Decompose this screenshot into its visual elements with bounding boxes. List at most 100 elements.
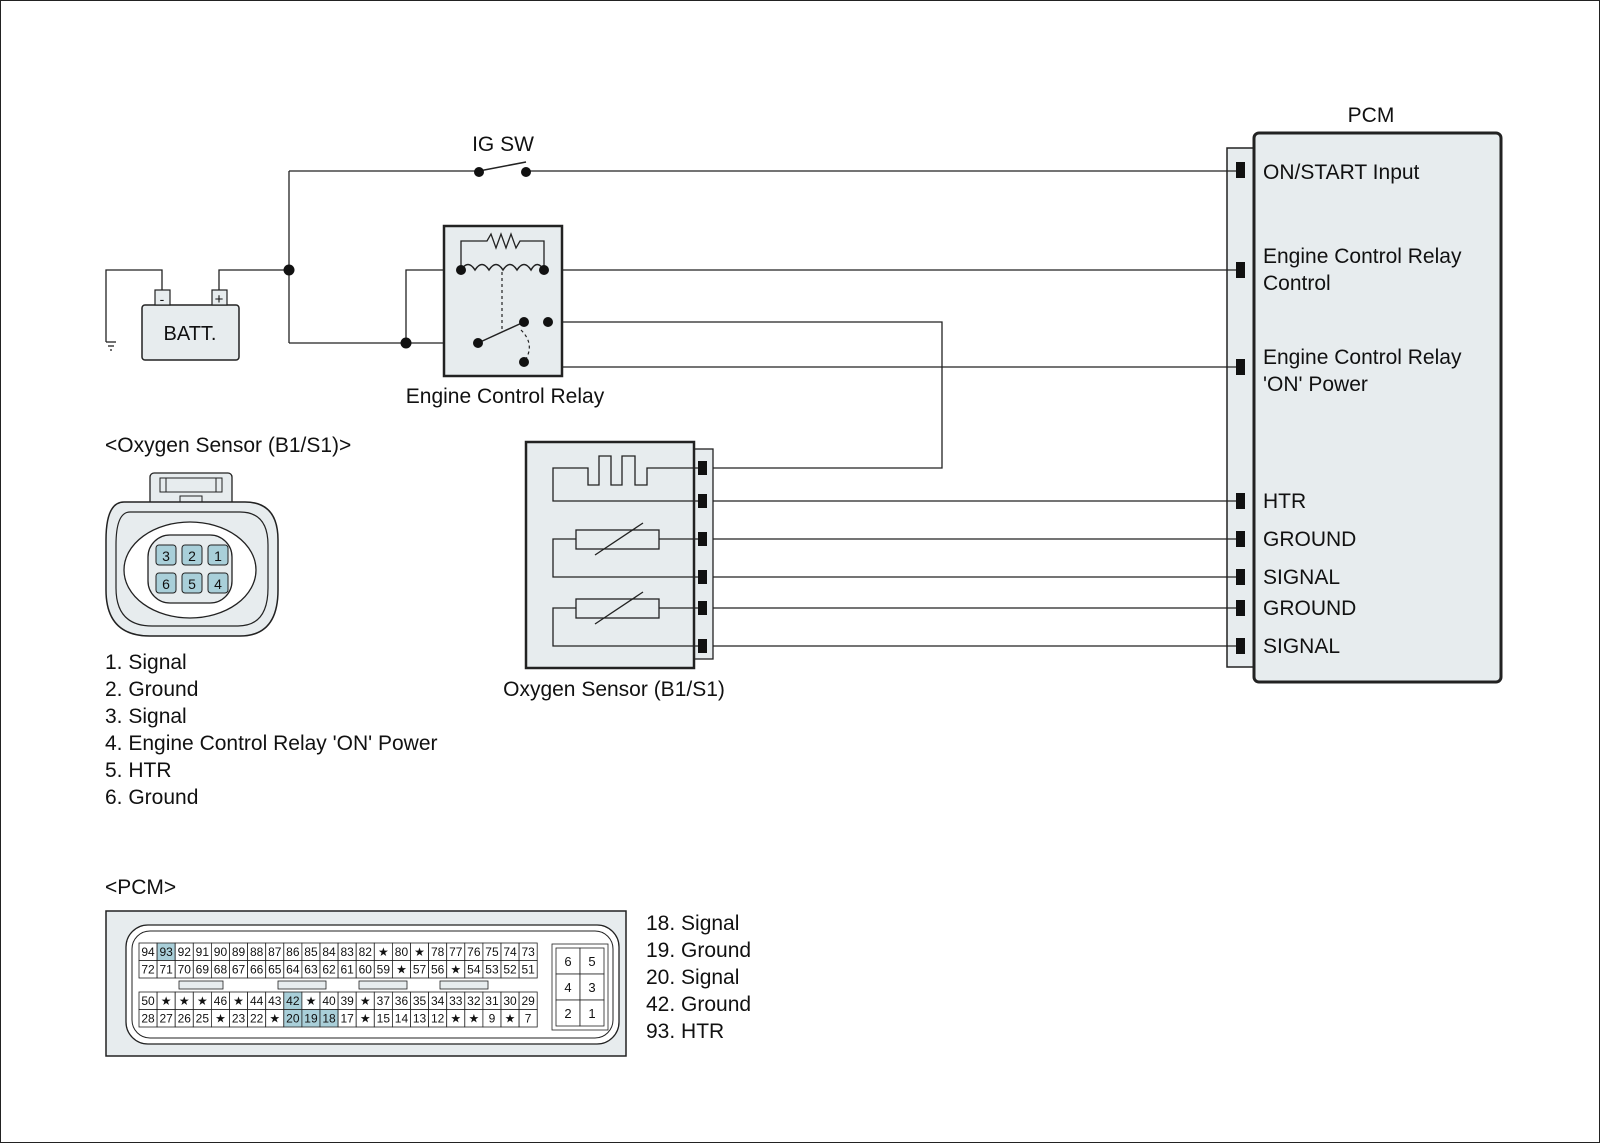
pcm-terminal-on-start: ON/START Input <box>1236 161 1420 184</box>
pcm-pin-label: 83 <box>340 945 354 959</box>
pcm-pin-label: ★ <box>360 1012 371 1026</box>
pcm-small-pin-cell <box>579 973 605 1001</box>
pcm-pin-label: 73 <box>521 945 535 959</box>
svg-text:20. Signal: 20. Signal <box>646 966 739 989</box>
svg-text:GROUND: GROUND <box>1263 528 1356 551</box>
pcm-pin-label: ★ <box>179 994 190 1008</box>
pcm-pin-label: 34 <box>431 994 445 1008</box>
svg-text:3: 3 <box>162 548 170 564</box>
pcm-pin-label: 67 <box>232 963 246 977</box>
pcm-pin-label: 94 <box>141 945 155 959</box>
pcm-small-pin-label: 1 <box>588 1006 595 1021</box>
svg-text:HTR: HTR <box>1263 490 1306 513</box>
svg-text:4: 4 <box>214 576 222 592</box>
pcm-pin-label: ★ <box>450 963 461 977</box>
pcm-pin-label: 92 <box>178 945 192 959</box>
sensor-connector-pins: 3 2 1 6 5 4 <box>155 544 229 594</box>
pcm-pin-label: 31 <box>485 994 499 1008</box>
pcm-pin-label: 46 <box>214 994 228 1008</box>
pcm-pin-label: 35 <box>413 994 427 1008</box>
pcm-pin-label: 62 <box>322 963 336 977</box>
pcm-small-pin-label: 4 <box>564 980 571 995</box>
pcm-pin-label: 33 <box>449 994 463 1008</box>
pcm-pin-label: 56 <box>431 963 445 977</box>
pcm-pin-label: 54 <box>467 963 481 977</box>
pcm-pin-label: 63 <box>304 963 318 977</box>
ground-symbol <box>106 341 116 351</box>
pcm-pin-label: 84 <box>322 945 336 959</box>
pcm-pin-label: 13 <box>413 1012 427 1026</box>
pcm-pin-label: 50 <box>141 994 155 1008</box>
pcm-pin-label: 90 <box>214 945 228 959</box>
pcm-pin-label: ★ <box>360 994 371 1008</box>
pcm-pin-label: 14 <box>395 1012 409 1026</box>
ig-switch: IG SW <box>472 133 534 177</box>
pcm-pin-label: ★ <box>233 994 244 1008</box>
pcm-pin-label: 72 <box>141 963 155 977</box>
pcm-pin-label: 7 <box>525 1012 532 1026</box>
pcm-pin-label: 19 <box>304 1012 318 1026</box>
oxygen-sensor: Oxygen Sensor (B1/S1) <box>503 440 725 701</box>
pcm-title: PCM <box>1348 104 1395 127</box>
pcm-connector-title: <PCM> <box>105 876 176 899</box>
svg-text:Engine Control Relay: Engine Control Relay <box>1263 245 1462 268</box>
pcm-small-pin-cell <box>555 999 581 1027</box>
pcm-key-tab <box>277 980 327 990</box>
pcm-pin-label: 32 <box>467 994 481 1008</box>
pcm-pin-label: 20 <box>286 1012 300 1026</box>
svg-text:3. Signal: 3. Signal <box>105 705 187 728</box>
pcm-pin-label: 74 <box>503 945 517 959</box>
pcm-pin-label: ★ <box>378 945 389 959</box>
pcm-pin-label: ★ <box>450 1012 461 1026</box>
pcm-pin-label: 15 <box>377 1012 391 1026</box>
pcm-terminal-htr: HTR <box>1236 490 1306 513</box>
pcm-pin-label: 27 <box>159 1012 173 1026</box>
pcm-box <box>1252 131 1503 684</box>
sensor-connector-title: <Oxygen Sensor (B1/S1)> <box>105 434 351 457</box>
svg-text:18. Signal: 18. Signal <box>646 912 739 935</box>
pcm-pin-list: 18. Signal 19. Ground 20. Signal 42. Gro… <box>646 912 751 1043</box>
svg-text:+: + <box>215 291 224 308</box>
engine-control-relay: Engine Control Relay <box>406 224 605 408</box>
pcm-pin-label: 36 <box>395 994 409 1008</box>
pcm-pin-label: ★ <box>505 1012 516 1026</box>
pcm-pin-cell <box>518 1009 538 1028</box>
pcm-pin-label: 93 <box>159 945 173 959</box>
pcm-terminal-ground-2: GROUND <box>1236 597 1356 620</box>
pcm-pin-label: 60 <box>359 963 373 977</box>
pcm-pin-label: 26 <box>178 1012 192 1026</box>
pcm-pin-label: 52 <box>503 963 517 977</box>
ig-switch-label: IG SW <box>472 133 534 156</box>
svg-text:5. HTR: 5. HTR <box>105 759 172 782</box>
pcm-pin-label: 70 <box>178 963 192 977</box>
svg-text:19. Ground: 19. Ground <box>646 939 751 962</box>
pcm-pin-label: 59 <box>377 963 391 977</box>
pcm-pin-label: 40 <box>322 994 336 1008</box>
pcm-pin-label: 61 <box>340 963 354 977</box>
pcm-pin-label: ★ <box>161 994 172 1008</box>
pcm-pin-label: 28 <box>141 1012 155 1026</box>
pcm-pin-label: 43 <box>268 994 282 1008</box>
pcm-pin-label: 37 <box>377 994 391 1008</box>
pcm-small-pin-label: 2 <box>564 1006 571 1021</box>
pcm-terminal-ground-1: GROUND <box>1236 528 1356 551</box>
svg-text:42. Ground: 42. Ground <box>646 993 751 1016</box>
battery: BATT. - + <box>141 289 240 361</box>
pcm-pin-label: 42 <box>286 994 300 1008</box>
pcm-pin-label: 78 <box>431 945 445 959</box>
pcm-pin-label: 88 <box>250 945 264 959</box>
junction-dots <box>283 264 412 349</box>
pcm-pin-label: 29 <box>521 994 535 1008</box>
svg-text:6. Ground: 6. Ground <box>105 786 198 809</box>
pcm-terminal-relay-on-power: Engine Control Relay 'ON' Power <box>1236 346 1462 396</box>
pcm-pin-label: 85 <box>304 945 318 959</box>
pcm-pin-label: 64 <box>286 963 300 977</box>
svg-text:SIGNAL: SIGNAL <box>1263 566 1340 589</box>
relay-label: Engine Control Relay <box>406 385 605 408</box>
pcm-pin-label: 9 <box>489 1012 496 1026</box>
pcm-small-pin-label: 3 <box>588 980 595 995</box>
pcm-pin-label: 87 <box>268 945 282 959</box>
svg-text:'ON' Power: 'ON' Power <box>1263 373 1368 396</box>
svg-text:SIGNAL: SIGNAL <box>1263 635 1340 658</box>
